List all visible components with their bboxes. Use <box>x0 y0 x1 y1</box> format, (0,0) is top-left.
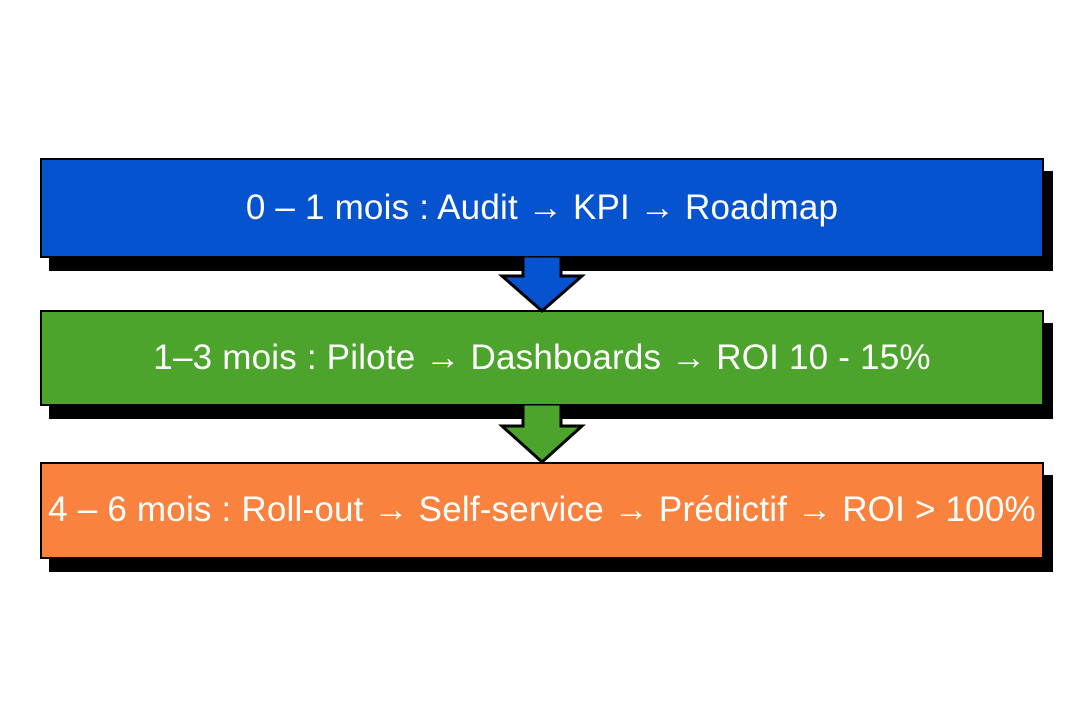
down-arrow-shape <box>498 256 586 313</box>
flow-step-label: 1–3 mois : Pilote → Dashboards → ROI 10 … <box>153 337 931 377</box>
down-arrow-icon <box>493 256 591 313</box>
flow-step-label: 0 – 1 mois : Audit → KPI → Roadmap <box>245 187 839 227</box>
down-arrow-shape <box>498 404 586 464</box>
flow-step-label: 4 – 6 mois : Roll-out → Self-service → P… <box>48 490 1036 530</box>
flow-step-phase-2: 1–3 mois : Pilote → Dashboards → ROI 10 … <box>40 310 1044 406</box>
flow-step-phase-1: 0 – 1 mois : Audit → KPI → Roadmap <box>40 158 1044 258</box>
flow-step-phase-3: 4 – 6 mois : Roll-out → Self-service → P… <box>40 462 1044 559</box>
down-arrow-icon <box>493 404 591 464</box>
